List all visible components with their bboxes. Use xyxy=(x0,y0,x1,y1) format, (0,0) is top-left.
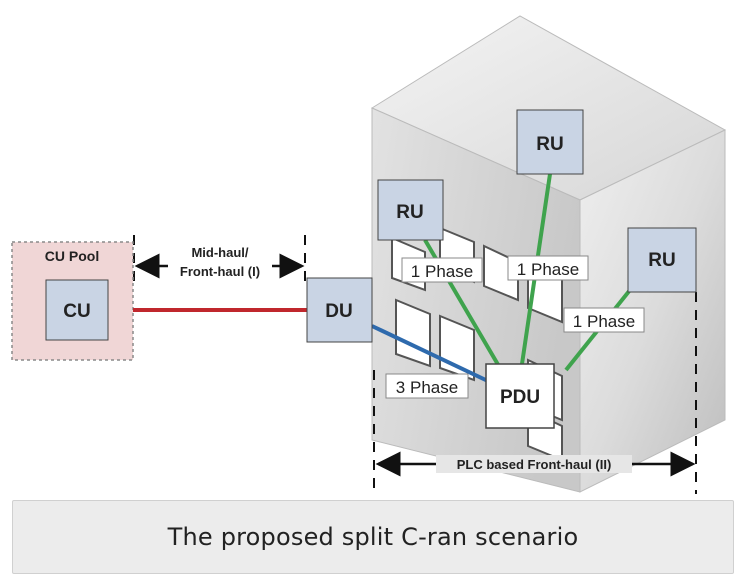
du-box xyxy=(306,277,373,343)
ru-box-left xyxy=(377,179,444,241)
midhaul-label-line1: Mid-haul/ xyxy=(191,245,248,260)
pdu-label: PDU xyxy=(500,387,540,408)
phase-label-right: 1 Phase xyxy=(573,312,635,331)
caption-text: The proposed split C-ran scenario xyxy=(167,523,579,551)
cu-box xyxy=(45,279,109,341)
phase-label-left: 1 Phase xyxy=(411,262,473,281)
ru-box-right xyxy=(627,227,697,293)
building-side-face xyxy=(579,129,726,493)
cu-pool: CU Pool CU xyxy=(11,241,134,361)
phase-label-three: 3 Phase xyxy=(396,378,458,397)
ru-label-right: RU xyxy=(648,250,675,271)
plc-fronthaul-label: PLC based Front-haul (II) xyxy=(457,457,612,472)
ru-box-top xyxy=(516,109,584,175)
midhaul-label-line2: Front-haul (I) xyxy=(180,264,260,279)
c-ran-diagram: Mid-haul/ Front-haul (I) PLC based Front… xyxy=(11,15,727,494)
phase-labels: 1 Phase 1 Phase 1 Phase 3 Phase xyxy=(385,255,645,399)
cu-pool-title: CU Pool xyxy=(45,248,99,264)
caption-bar: The proposed split C-ran scenario xyxy=(12,500,734,574)
pdu-box xyxy=(485,363,555,429)
ru-label-left: RU xyxy=(396,202,423,223)
ru-label-top: RU xyxy=(536,134,563,155)
du-pdu-link xyxy=(371,324,491,384)
cu-label: CU xyxy=(63,301,90,322)
du-label: DU xyxy=(325,301,352,322)
phase-label-center: 1 Phase xyxy=(517,260,579,279)
dashed-markers xyxy=(133,235,697,494)
